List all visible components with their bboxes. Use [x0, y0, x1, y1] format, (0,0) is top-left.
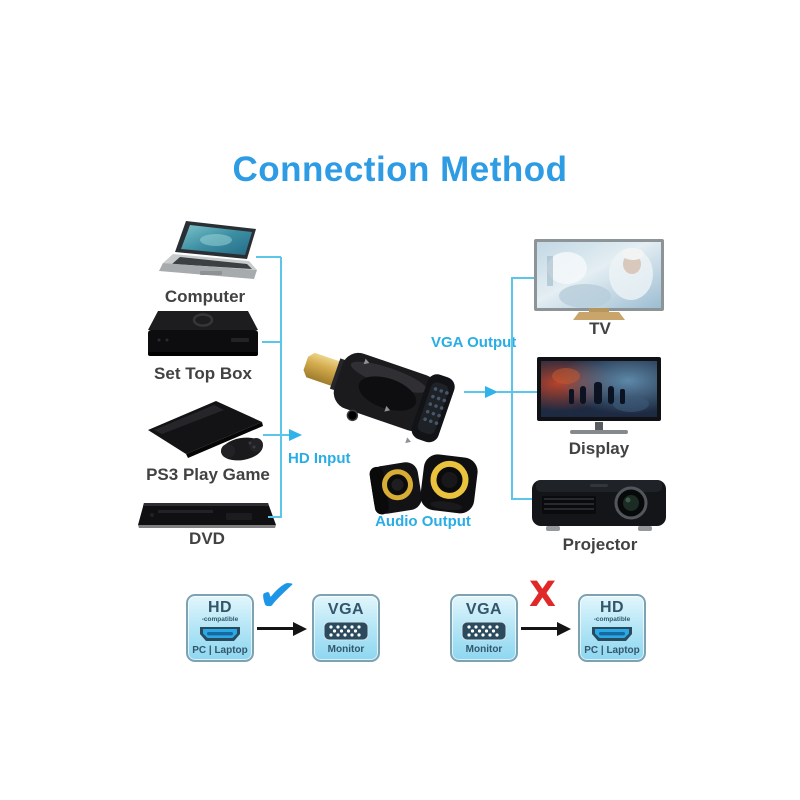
hdmi-port-icon	[200, 627, 240, 642]
dvd-connector-line	[268, 516, 281, 518]
speakers-icon	[369, 454, 478, 515]
audio-output-label: Audio Output	[375, 513, 471, 530]
game-console-icon	[148, 401, 263, 461]
hdmi-port-icon	[592, 627, 632, 642]
vga-box-title: VGA	[327, 600, 365, 618]
vga-box-caption: Monitor	[327, 643, 365, 655]
left-bracket-line	[280, 257, 282, 518]
dvd-label: DVD	[189, 529, 225, 548]
vga-output-label: VGA Output	[431, 334, 517, 351]
tv-connector-line	[511, 277, 535, 279]
laptop-icon	[159, 221, 257, 279]
hd-box-subtitle: -compatible	[593, 615, 631, 623]
vga-output-arrowhead-icon	[485, 386, 498, 398]
ps3-image	[146, 394, 270, 468]
tv-label: TV	[589, 319, 611, 338]
ps3-label: PS3 Play Game	[146, 465, 270, 484]
page-title: Connection Method	[232, 150, 568, 189]
hd-box-caption: PC | Laptop	[192, 645, 248, 657]
hd-target-box: HD -compatible PC | Laptop	[578, 594, 646, 662]
tv-image	[533, 238, 665, 324]
computer-image	[158, 220, 262, 288]
vga-source-box: VGA Monitor	[450, 594, 518, 662]
display-connector-line	[511, 391, 538, 393]
correct-arrowhead-icon	[293, 622, 307, 636]
computer-connector-line	[256, 256, 281, 258]
hd-input-connector-line	[263, 434, 290, 436]
hd-box-subtitle: -compatible	[201, 615, 239, 623]
vga-port-icon	[323, 621, 369, 640]
speakers-image	[362, 444, 482, 520]
dvd-player-icon	[138, 503, 276, 528]
vga-output-connector-line2	[497, 391, 513, 393]
correct-arrow-line	[257, 627, 295, 630]
set-top-box-icon	[148, 311, 258, 356]
dvd-image	[138, 498, 276, 532]
adapter-icon	[303, 352, 455, 444]
set-top-box-image	[145, 306, 261, 364]
computer-label: Computer	[164, 287, 246, 306]
vga-target-box: VGA Monitor	[312, 594, 380, 662]
cross-icon: X	[529, 575, 556, 615]
projector-connector-line	[511, 498, 532, 500]
wrong-arrowhead-icon	[557, 622, 571, 636]
vga-port-icon	[461, 621, 507, 640]
set-top-box-label: Set Top Box	[154, 364, 252, 383]
hd-input-arrowhead-icon	[289, 429, 302, 441]
wrong-arrow-line	[521, 627, 559, 630]
set-top-box-connector-line	[262, 341, 281, 343]
vga-output-connector-line	[464, 391, 486, 393]
hd-input-label: HD Input	[288, 450, 351, 467]
projector-image	[528, 464, 670, 542]
monitor-icon	[537, 357, 661, 434]
hdmi-vga-adapter-image	[296, 330, 458, 450]
projector-icon	[532, 480, 666, 531]
hd-box-title: HD	[599, 598, 625, 616]
right-bracket-line	[511, 278, 513, 500]
tv-icon	[534, 239, 664, 320]
check-icon: ✔	[255, 566, 300, 624]
hd-box-caption: PC | Laptop	[584, 645, 640, 657]
hd-source-box: HD -compatible PC | Laptop	[186, 594, 254, 662]
projector-label: Projector	[562, 535, 638, 554]
vga-box-title: VGA	[465, 600, 503, 618]
display-label: Display	[568, 439, 630, 458]
vga-box-caption: Monitor	[465, 643, 503, 655]
display-image	[536, 356, 662, 440]
hd-box-title: HD	[207, 598, 233, 616]
